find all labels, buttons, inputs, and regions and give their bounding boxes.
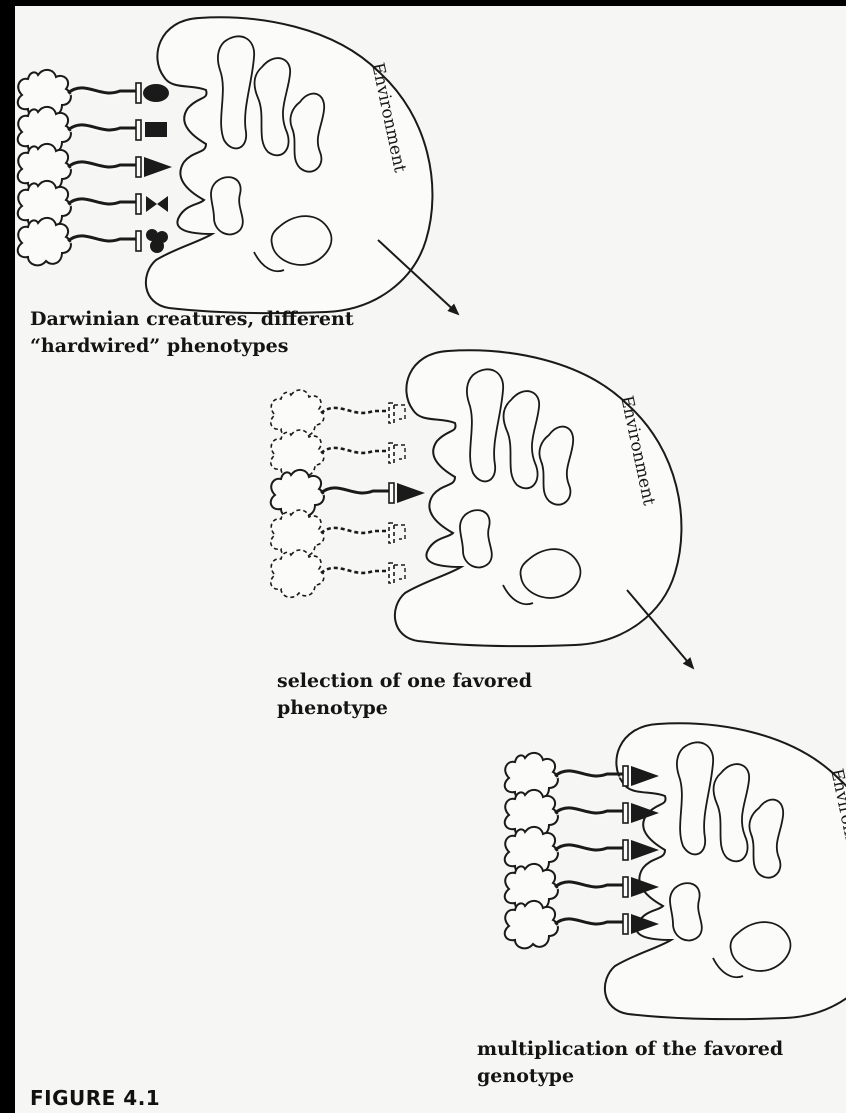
caption-line: genotype [477, 1063, 783, 1090]
figure-page: EnvironmentEnvironmentEnvironment Darwin… [15, 6, 846, 1113]
phenotype-bowtie-shape [146, 196, 168, 212]
creature-stalk [68, 125, 136, 130]
creature-stalk [321, 408, 389, 413]
creature-stalk [68, 162, 136, 167]
creature-receptor [623, 914, 628, 934]
creature-body [271, 550, 324, 597]
eliminated-creature [271, 390, 405, 437]
caption-line: “hardwired” phenotypes [30, 333, 354, 360]
eliminated-creature [271, 510, 405, 557]
stage-3: Environment [505, 723, 846, 1019]
creature-receptor [389, 443, 394, 463]
caption-line: Darwinian creatures, different [30, 306, 354, 333]
stage-1: Environment [18, 17, 433, 313]
creature-receptor [389, 523, 394, 543]
caption-line: phenotype [277, 695, 532, 722]
creature-receptor [389, 483, 394, 503]
creature-body [18, 218, 71, 265]
creature-stalk [68, 88, 136, 93]
creature-receptor [136, 194, 141, 214]
figure-label: FIGURE 4.1 [30, 1086, 160, 1110]
creature-stalk [555, 882, 623, 887]
creature [18, 218, 168, 265]
creature-stalk [555, 808, 623, 813]
caption-line: selection of one favored [277, 668, 532, 695]
creature-receptor [136, 157, 141, 177]
creature-stalk [321, 528, 389, 533]
creature-receptor [623, 803, 628, 823]
creature-stalk [321, 448, 389, 453]
phenotype-trefoil-shape [146, 229, 168, 253]
creature [271, 470, 425, 517]
creature-receptor [389, 563, 394, 583]
creature-stalk [68, 236, 136, 241]
diagram-canvas: EnvironmentEnvironmentEnvironment [15, 6, 846, 1113]
creature-receptor [623, 877, 628, 897]
creature-stalk [321, 488, 389, 493]
creature-stalk [68, 199, 136, 204]
creature-stalk [555, 845, 623, 850]
creature [505, 901, 659, 948]
creature-receptor [136, 120, 141, 140]
creature-receptor [136, 83, 141, 103]
stage-2: Environment [271, 350, 682, 646]
creature-stalk [555, 771, 623, 776]
creature-stalk [555, 919, 623, 924]
phenotype-square-shape [145, 122, 167, 137]
caption-line: multiplication of the favored [477, 1036, 783, 1063]
eliminated-creature [271, 430, 405, 477]
creature-receptor [623, 766, 628, 786]
creature-receptor [136, 231, 141, 251]
phenotype-oval-shape [143, 84, 169, 102]
stage-1-caption: Darwinian creatures, different “hardwire… [30, 306, 354, 360]
creature-receptor [389, 403, 394, 423]
creature-receptor [623, 840, 628, 860]
creature-body [505, 901, 558, 948]
stage-3-caption: multiplication of the favored genotype [477, 1036, 783, 1090]
stage-2-caption: selection of one favored phenotype [277, 668, 532, 722]
environment-outline [605, 723, 846, 1019]
phenotype-triangle-shape [144, 157, 172, 177]
phenotype-triangle-shape [397, 483, 425, 503]
eliminated-creature [271, 550, 405, 597]
creature-stalk [321, 568, 389, 573]
